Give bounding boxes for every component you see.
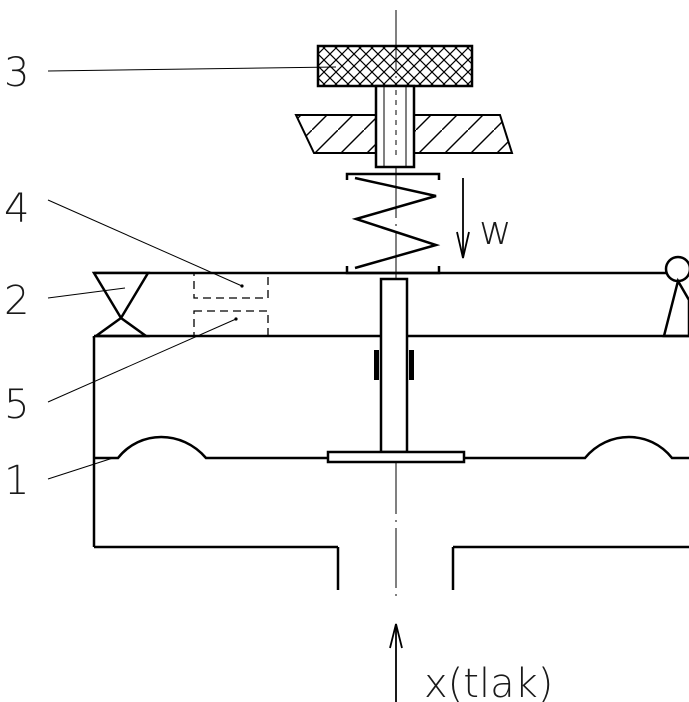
part-label-5: 5 — [4, 382, 29, 428]
element-4 — [193, 272, 269, 299]
force-arrow — [456, 178, 470, 259]
leader-3 — [47, 66, 337, 72]
mounting-plate — [294, 114, 514, 154]
leader-2 — [47, 287, 126, 299]
part-label-2: 2 — [4, 278, 29, 324]
part-label-3: 3 — [4, 50, 29, 96]
adjustment-knob — [316, 44, 474, 88]
adjustment-screw — [374, 84, 416, 169]
push-rod — [326, 277, 466, 464]
pressure-arrow — [389, 623, 403, 702]
membrane — [94, 435, 689, 460]
leader-1 — [47, 457, 114, 480]
part-label-1: 1 — [4, 458, 29, 504]
leader-5 — [47, 318, 237, 403]
right-support — [662, 255, 689, 338]
fulcrum — [91, 271, 151, 321]
spring — [345, 172, 441, 275]
fulcrum-base — [92, 316, 150, 338]
pressure-label: x(tlak) — [424, 661, 553, 702]
force-label: w — [479, 208, 512, 254]
part-label-4: 4 — [4, 186, 29, 232]
leader-4 — [47, 199, 243, 287]
